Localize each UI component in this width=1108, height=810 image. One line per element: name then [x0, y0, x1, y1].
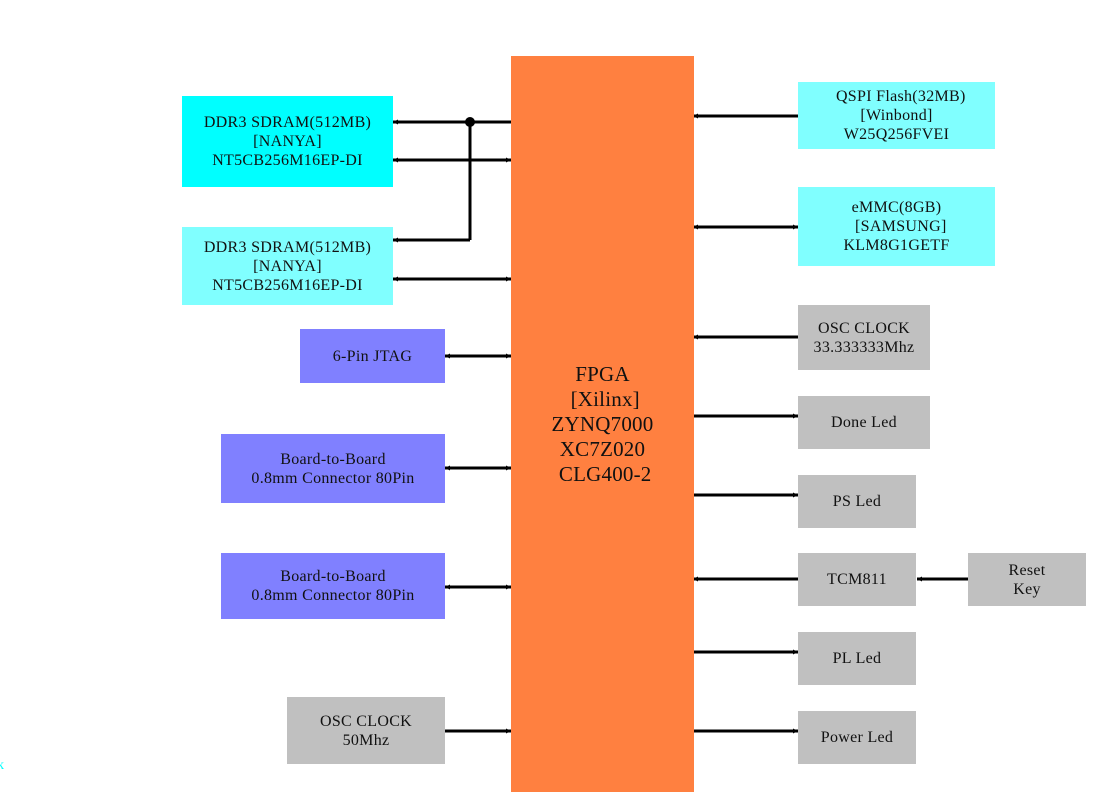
ddr1-line-1: DDR3 SDRAM(512MB) — [203, 114, 372, 131]
ddr-bus-junction-dot — [465, 117, 475, 127]
emmc-block: eMMC(8GB) [SAMSUNG] KLM8G1GETF — [798, 187, 995, 266]
reset-key-line-1: Reset — [1008, 561, 1046, 579]
b2b1-line-2: 0.8mm Connector 80Pin — [251, 469, 415, 487]
osc-clock-33-block: OSC CLOCK 33.333333Mhz — [798, 305, 930, 370]
board-to-board-1-block: Board-to-Board 0.8mm Connector 80Pin — [221, 434, 445, 503]
emmc-line-3: KLM8G1GETF — [843, 237, 950, 254]
ddr3-sdram-2-block: DDR3 SDRAM(512MB) [NANYA] NT5CB256M16EP-… — [182, 227, 393, 305]
reset-key-block: Reset Key — [968, 553, 1086, 606]
fpga-line-3: ZYNQ7000 — [551, 411, 654, 436]
emmc-line-1: eMMC(8GB) — [851, 199, 942, 216]
osc-clock-50-block: OSC CLOCK 50Mhz — [287, 697, 445, 764]
ps-led-label: PS Led — [832, 493, 882, 510]
fpga-block: FPGA [Xilinx] ZYNQ7000 XC7Z020 CLG400-2 — [511, 56, 694, 792]
tcm811-block: TCM811 — [798, 553, 916, 606]
reset-key-line-2: Key — [1013, 580, 1041, 598]
ddr2-line-3: NT5CB256M16EP-DI — [212, 276, 363, 294]
ddr3-sdram-1-block: DDR3 SDRAM(512MB) [NANYA] NT5CB256M16EP-… — [182, 96, 393, 187]
qspi-flash-block: QSPI Flash(32MB) [Winbond] W25Q256FVEI — [798, 82, 995, 149]
osc50-line-1: OSC CLOCK — [319, 712, 413, 730]
qspi-line-3: W25Q256FVEI — [843, 126, 950, 143]
fpga-line-5: CLG400-2 — [553, 461, 652, 486]
b2b1-line-1: Board-to-Board — [280, 450, 386, 468]
stray-mark: k — [0, 758, 4, 773]
pl-led-label: PL Led — [832, 650, 882, 667]
pl-led-block: PL Led — [798, 632, 916, 685]
osc33-line-1: OSC CLOCK — [817, 319, 911, 337]
qspi-line-1: QSPI Flash(32MB) — [827, 88, 966, 105]
tcm811-label: TCM811 — [827, 571, 887, 588]
b2b2-line-1: Board-to-Board — [280, 568, 386, 585]
ps-led-block: PS Led — [798, 475, 916, 528]
done-led-label: Done Led — [831, 414, 897, 431]
ddr1-line-3: NT5CB256M16EP-DI — [212, 152, 363, 169]
fpga-line-2: [Xilinx] — [565, 386, 640, 411]
fpga-line-1: FPGA — [575, 361, 630, 386]
osc33-line-2: 33.333333Mhz — [813, 338, 915, 356]
power-led-label: Power Led — [820, 729, 894, 746]
ddr2-line-1: DDR3 SDRAM(512MB) — [203, 238, 372, 256]
b2b2-line-2: 0.8mm Connector 80Pin — [251, 587, 415, 604]
done-led-block: Done Led — [798, 396, 930, 449]
qspi-line-2: [Winbond] — [860, 107, 933, 124]
power-led-block: Power Led — [798, 711, 916, 764]
board-to-board-2-block: Board-to-Board 0.8mm Connector 80Pin — [221, 553, 445, 619]
jtag-block: 6-Pin JTAG — [300, 329, 445, 383]
fpga-line-4: XC7Z020 — [559, 436, 646, 461]
osc50-line-2: 50Mhz — [342, 731, 390, 749]
emmc-line-2: [SAMSUNG] — [846, 218, 947, 235]
ddr2-line-2: [NANYA] — [253, 257, 322, 275]
jtag-line-1: 6-Pin JTAG — [332, 347, 413, 365]
ddr1-line-2: [NANYA] — [253, 133, 322, 150]
